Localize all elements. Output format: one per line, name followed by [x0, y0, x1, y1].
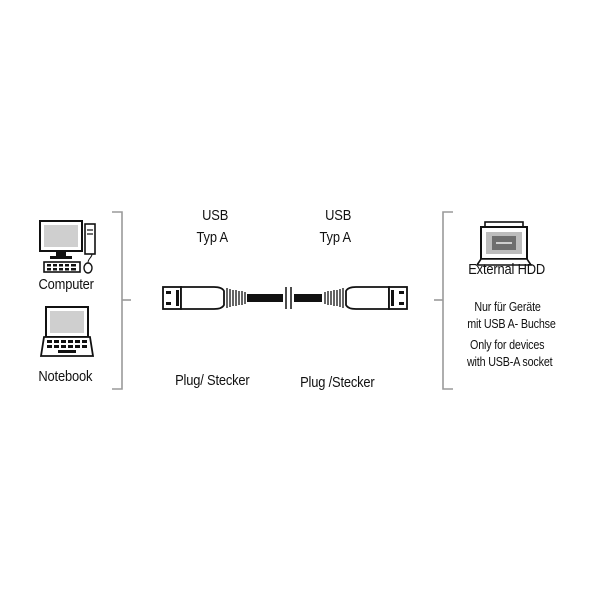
cable-wire-right — [294, 294, 322, 302]
computer-icon — [39, 220, 96, 274]
right-connector-kind: Plug /Stecker — [300, 374, 375, 391]
right-bracket — [434, 211, 453, 390]
left-usb-a-plug — [162, 286, 246, 310]
left-connector-kind: Plug/ Stecker — [175, 372, 250, 389]
note-de-line2: mit USB A- Buchse — [467, 317, 556, 331]
cable-wire-left — [247, 294, 283, 302]
external-hdd-label: External HDD — [468, 261, 546, 278]
usb-cable — [162, 286, 408, 310]
left-bracket — [112, 211, 131, 390]
computer-label: Computer — [38, 276, 94, 293]
notebook-label: Notebook — [38, 368, 93, 385]
notebook-icon — [39, 306, 95, 357]
note-en-line1: Only for devices — [470, 338, 545, 352]
right-connector-type-line1: USB — [325, 207, 352, 224]
right-connector-type-line2: Typ A — [319, 229, 352, 246]
external-hdd-icon — [475, 221, 533, 266]
note-en-line2: with USB-A socket — [466, 355, 553, 369]
note-de-line1: Nur für Geräte — [474, 300, 541, 314]
left-connector-type-line1: USB — [202, 207, 229, 224]
cable-break-mark — [285, 287, 292, 309]
left-connector-type-line2: Typ A — [196, 229, 229, 246]
right-usb-a-plug — [324, 286, 408, 310]
